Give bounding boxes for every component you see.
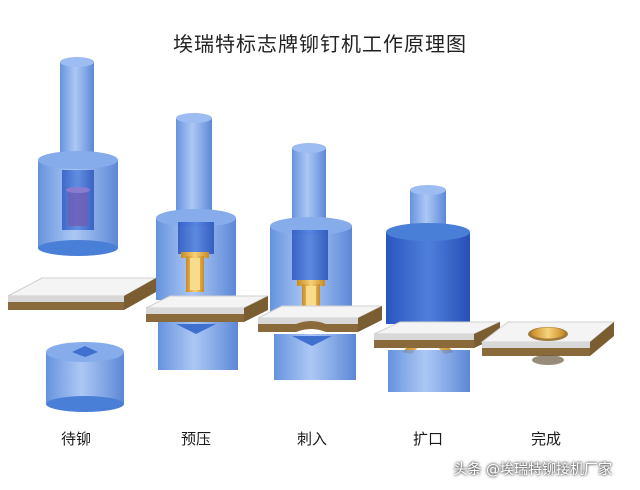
rivet-1 xyxy=(66,187,90,226)
lower-die-3 xyxy=(274,334,356,380)
step-1-waiting xyxy=(7,57,158,412)
rivet-2 xyxy=(181,252,209,292)
step-2-prepress xyxy=(145,113,269,370)
step-label-pierce: 刺入 xyxy=(296,430,327,448)
rivet-head-5 xyxy=(528,327,568,365)
plate-3 xyxy=(257,305,383,332)
step-5-finished xyxy=(480,321,616,365)
upper-punch-1 xyxy=(38,57,118,256)
step-label-prepress: 预压 xyxy=(180,430,211,448)
lower-die-1 xyxy=(46,342,124,412)
step-label-flare: 扩口 xyxy=(412,430,443,448)
upper-punch-4 xyxy=(386,185,470,324)
step-3-pierce xyxy=(257,143,383,380)
diagram-title: 埃瑞特标志牌铆钉机工作原理图 xyxy=(173,32,467,56)
step-4-flare xyxy=(373,185,501,392)
step-label-waiting: 待铆 xyxy=(60,430,91,448)
plate-4 xyxy=(373,321,501,348)
plate-2 xyxy=(145,295,269,322)
lower-die-2 xyxy=(158,322,238,370)
lower-die-4 xyxy=(388,350,470,392)
plate-1 xyxy=(7,277,158,310)
step-label-finished: 完成 xyxy=(530,430,561,448)
upper-punch-3 xyxy=(270,143,352,312)
watermark: 头条 @埃瑞特铆接机厂家 xyxy=(453,462,612,478)
